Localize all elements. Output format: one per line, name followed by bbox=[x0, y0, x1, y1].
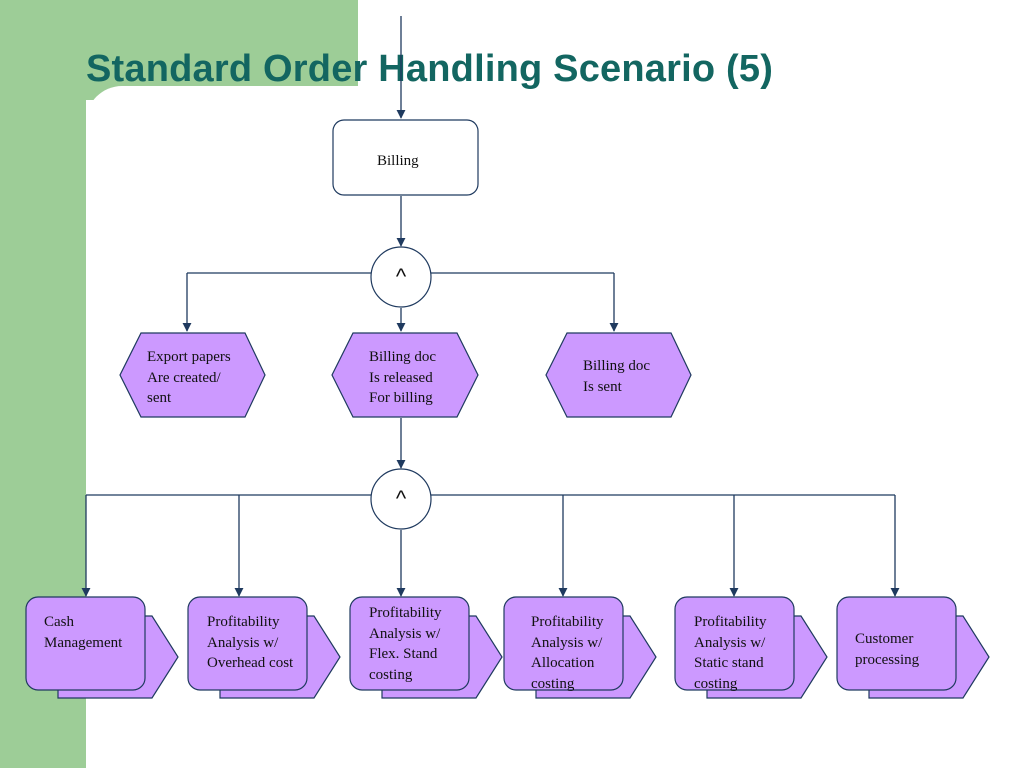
and-connector-top bbox=[370, 246, 432, 308]
billing-doc-sent-label: Billing doc Is sent bbox=[583, 358, 651, 395]
billing-doc-released-label: Billing doc Is released For billing bbox=[369, 349, 437, 406]
billing-function-box bbox=[332, 119, 479, 196]
and-top-label: ^ bbox=[395, 264, 407, 289]
customer-processing-label: Customer processing bbox=[855, 631, 920, 668]
billing-label: Billing bbox=[377, 153, 419, 169]
profit-allocation-label: Profitability Analysis w/ Allocation cos… bbox=[531, 614, 604, 692]
process-interface-profit-allocation bbox=[503, 596, 657, 699]
and-connector-bottom bbox=[370, 468, 432, 530]
cash-management-label: Cash Management bbox=[44, 614, 123, 651]
process-interface-profit-static bbox=[674, 596, 828, 699]
event-billing-doc-sent bbox=[545, 332, 692, 418]
event-billing-doc-released bbox=[331, 332, 479, 418]
process-interface-customer-processing bbox=[836, 596, 990, 699]
process-interface-cash-management bbox=[25, 596, 179, 699]
slide-title: Standard Order Handling Scenario (5) bbox=[86, 48, 774, 90]
connector-lines bbox=[81, 16, 900, 597]
profit-flex-label: Profitability Analysis w/ Flex. Stand co… bbox=[369, 605, 442, 683]
process-interface-profit-overhead bbox=[187, 596, 341, 699]
export-papers-label: Export papers Are created/ sent bbox=[147, 349, 231, 406]
event-export-papers bbox=[119, 332, 266, 418]
profit-overhead-label: Profitability Analysis w/ Overhead cost bbox=[207, 614, 294, 671]
process-interface-profit-flex bbox=[349, 596, 503, 699]
profit-static-label: Profitability Analysis w/ Static stand c… bbox=[694, 614, 767, 692]
and-bottom-label: ^ bbox=[395, 486, 407, 511]
